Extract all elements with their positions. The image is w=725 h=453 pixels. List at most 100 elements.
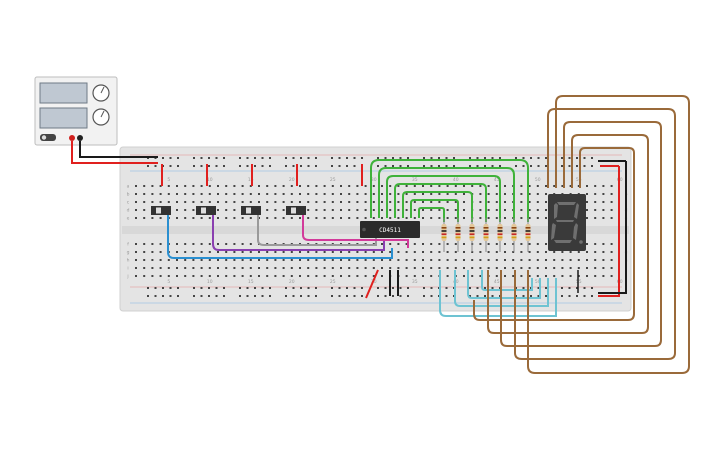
breadboard-hole[interactable]: [610, 275, 613, 277]
breadboard-hole[interactable]: [438, 209, 441, 211]
breadboard-hole[interactable]: [225, 259, 228, 261]
breadboard-hole[interactable]: [249, 243, 252, 245]
breadboard-hole[interactable]: [504, 217, 506, 219]
breadboard-hole[interactable]: [307, 193, 310, 195]
breadboard-hole[interactable]: [453, 165, 455, 167]
breadboard-hole[interactable]: [184, 259, 187, 261]
terminal-positive[interactable]: [69, 135, 75, 141]
breadboard-hole[interactable]: [384, 157, 387, 159]
breadboard-hole[interactable]: [471, 267, 474, 269]
breadboard-hole[interactable]: [147, 287, 149, 289]
breadboard-hole[interactable]: [274, 201, 277, 203]
breadboard-hole[interactable]: [392, 165, 394, 167]
breadboard-hole[interactable]: [610, 251, 613, 253]
breadboard-hole[interactable]: [602, 193, 605, 195]
breadboard-hole[interactable]: [479, 275, 482, 277]
breadboard-hole[interactable]: [159, 201, 162, 203]
breadboard-hole[interactable]: [454, 209, 457, 211]
breadboard-hole[interactable]: [223, 287, 225, 289]
breadboard-hole[interactable]: [184, 209, 187, 211]
breadboard-hole[interactable]: [340, 267, 342, 269]
breadboard-hole[interactable]: [545, 217, 547, 219]
breadboard-hole[interactable]: [323, 185, 326, 187]
breadboard-hole[interactable]: [364, 275, 367, 277]
breadboard-hole[interactable]: [602, 217, 605, 219]
breadboard-hole[interactable]: [338, 287, 341, 289]
breadboard-hole[interactable]: [143, 259, 146, 261]
breadboard-hole[interactable]: [241, 193, 244, 195]
breadboard-hole[interactable]: [372, 193, 375, 195]
breadboard-hole[interactable]: [568, 287, 571, 289]
breadboard-hole[interactable]: [577, 251, 580, 253]
breadboard-hole[interactable]: [479, 209, 482, 211]
breadboard-hole[interactable]: [399, 157, 402, 159]
breadboard-hole[interactable]: [159, 193, 162, 195]
breadboard-hole[interactable]: [208, 295, 210, 297]
breadboard-hole[interactable]: [223, 157, 225, 159]
breadboard-hole[interactable]: [254, 157, 256, 159]
breadboard-hole[interactable]: [430, 251, 433, 253]
breadboard-hole[interactable]: [405, 185, 408, 187]
breadboard-hole[interactable]: [504, 193, 506, 195]
breadboard-hole[interactable]: [135, 275, 137, 277]
breadboard-hole[interactable]: [586, 259, 588, 261]
breadboard-hole[interactable]: [446, 267, 449, 269]
breadboard-hole[interactable]: [537, 165, 540, 167]
breadboard-hole[interactable]: [520, 251, 523, 253]
breadboard-hole[interactable]: [249, 193, 252, 195]
breadboard-hole[interactable]: [246, 287, 249, 289]
breadboard-hole[interactable]: [372, 267, 375, 269]
breadboard-hole[interactable]: [602, 267, 605, 269]
breadboard-hole[interactable]: [499, 157, 501, 159]
breadboard-hole[interactable]: [292, 165, 295, 167]
breadboard-hole[interactable]: [430, 201, 433, 203]
breadboard-hole[interactable]: [192, 243, 195, 245]
breadboard-hole[interactable]: [193, 165, 195, 167]
breadboard-hole[interactable]: [536, 193, 539, 195]
breadboard-hole[interactable]: [610, 243, 613, 245]
breadboard-hole[interactable]: [225, 201, 228, 203]
breadboard-hole[interactable]: [430, 185, 433, 187]
breadboard-hole[interactable]: [208, 201, 211, 203]
breadboard-hole[interactable]: [594, 185, 597, 187]
breadboard-hole[interactable]: [487, 251, 490, 253]
breadboard-hole[interactable]: [561, 251, 564, 253]
breadboard-hole[interactable]: [299, 259, 301, 261]
breadboard-hole[interactable]: [372, 185, 375, 187]
breadboard-hole[interactable]: [290, 193, 293, 195]
breadboard-hole[interactable]: [177, 295, 179, 297]
breadboard-hole[interactable]: [495, 275, 498, 277]
breadboard-hole[interactable]: [413, 243, 416, 245]
breadboard-hole[interactable]: [405, 275, 408, 277]
breadboard-hole[interactable]: [184, 251, 187, 253]
breadboard-hole[interactable]: [397, 193, 400, 195]
breadboard-hole[interactable]: [258, 267, 260, 269]
breadboard-hole[interactable]: [282, 209, 285, 211]
breadboard-hole[interactable]: [381, 251, 383, 253]
breadboard-hole[interactable]: [299, 201, 301, 203]
breadboard-hole[interactable]: [583, 157, 586, 159]
breadboard-hole[interactable]: [331, 217, 334, 219]
breadboard-hole[interactable]: [217, 251, 219, 253]
breadboard-hole[interactable]: [583, 287, 586, 289]
breadboard-hole[interactable]: [241, 185, 244, 187]
breadboard-hole[interactable]: [364, 193, 367, 195]
breadboard-hole[interactable]: [217, 201, 219, 203]
breadboard-hole[interactable]: [364, 259, 367, 261]
breadboard-hole[interactable]: [545, 287, 547, 289]
breadboard-hole[interactable]: [479, 251, 482, 253]
breadboard-hole[interactable]: [176, 185, 178, 187]
breadboard-hole[interactable]: [356, 201, 359, 203]
breadboard-hole[interactable]: [239, 157, 241, 159]
breadboard-hole[interactable]: [422, 217, 424, 219]
breadboard-hole[interactable]: [407, 157, 409, 159]
breadboard-hole[interactable]: [405, 201, 408, 203]
breadboard-hole[interactable]: [389, 209, 392, 211]
breadboard-hole[interactable]: [586, 243, 588, 245]
breadboard-hole[interactable]: [246, 165, 249, 167]
breadboard-hole[interactable]: [372, 201, 375, 203]
breadboard-hole[interactable]: [479, 217, 482, 219]
breadboard-hole[interactable]: [307, 217, 310, 219]
breadboard-hole[interactable]: [200, 267, 203, 269]
breadboard-hole[interactable]: [397, 267, 400, 269]
